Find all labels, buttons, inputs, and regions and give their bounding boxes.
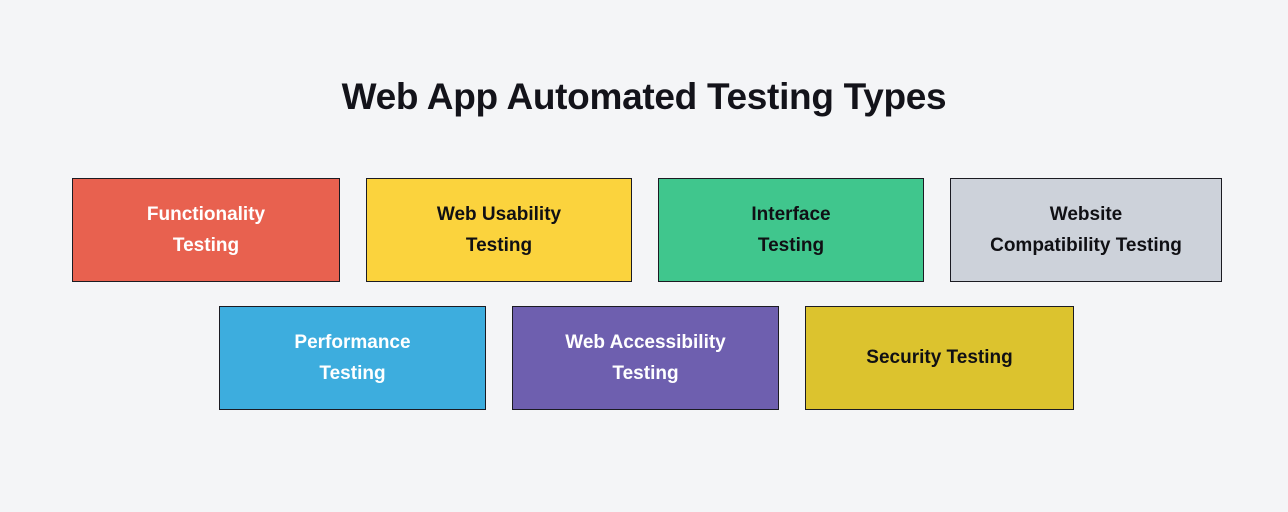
card-label-web-accessibility-testing: Web Accessibility Testing (565, 331, 726, 384)
card-label-interface-testing: Interface Testing (751, 203, 831, 256)
card-label-performance-testing: Performance Testing (294, 331, 411, 384)
card-label-web-usability-testing: Web Usability Testing (436, 203, 562, 256)
card-performance-testing[interactable]: Performance Testing (219, 306, 486, 410)
card-website-compatibility-testing[interactable]: Website Compatibility Testing (950, 178, 1222, 282)
card-label-security-testing: Security Testing (866, 347, 1013, 369)
card-label-website-compatibility-testing: Website Compatibility Testing (990, 203, 1182, 256)
card-functionality-testing[interactable]: Functionality Testing (72, 178, 340, 282)
card-interface-testing[interactable]: Interface Testing (658, 178, 924, 282)
testing-types-row-bottom: Performance Testing Web Accessibility Te… (219, 306, 1074, 410)
card-web-usability-testing[interactable]: Web Usability Testing (366, 178, 632, 282)
card-web-accessibility-testing[interactable]: Web Accessibility Testing (512, 306, 779, 410)
card-security-testing[interactable]: Security Testing (805, 306, 1074, 410)
page-title: Web App Automated Testing Types (341, 76, 947, 117)
card-label-functionality-testing: Functionality Testing (146, 203, 266, 256)
testing-types-row-top: Functionality Testing Web Usability Test… (72, 178, 1222, 282)
